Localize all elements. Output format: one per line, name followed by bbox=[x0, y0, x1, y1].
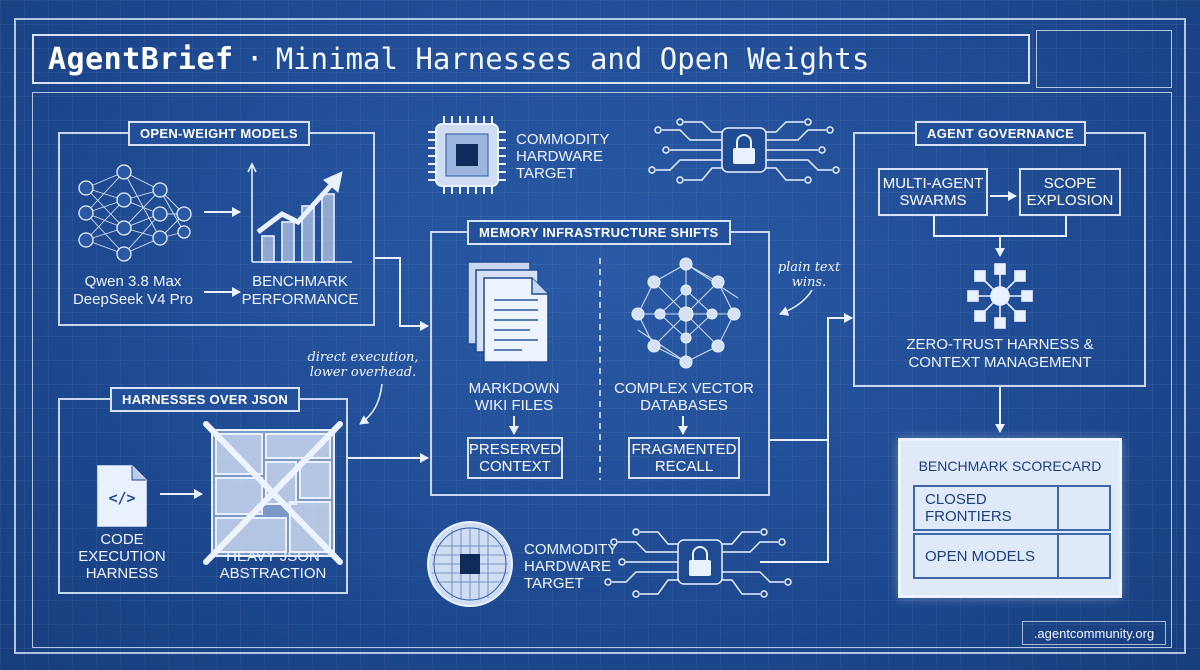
open-weight-label: OPEN-WEIGHT MODELS bbox=[128, 121, 310, 146]
hardware-top-line-3: TARGET bbox=[516, 165, 576, 182]
chip-icon bbox=[428, 116, 506, 194]
connector-lock-to-governance bbox=[760, 440, 829, 563]
benchmark-scorecard: BENCHMARK SCORECARD CLOSED FRONTIERS OPE… bbox=[898, 438, 1122, 598]
scorecard-row-open: OPEN MODELS bbox=[913, 533, 1111, 579]
document-stack-icon bbox=[467, 261, 549, 363]
memory-label: MEMORY INFRASTRUCTURE SHIFTS bbox=[467, 220, 731, 245]
code-line-3: HARNESS bbox=[85, 565, 159, 582]
markdown-line-1: MARKDOWN bbox=[468, 380, 560, 397]
plain-text-note-line-1: plain text bbox=[777, 260, 841, 275]
fragmented-line-1: FRAGMENTED bbox=[631, 441, 737, 458]
json-line-1: HEAVY JSON bbox=[226, 548, 320, 565]
preserved-line-2: CONTEXT bbox=[479, 458, 551, 475]
title-side-box bbox=[1036, 30, 1172, 88]
harness-label: HARNESSES OVER JSON bbox=[110, 387, 301, 412]
hardware-bottom-line-3: TARGET bbox=[524, 575, 584, 592]
scorecard-mark-cell bbox=[1057, 487, 1109, 529]
crossed-json-abstraction-icon bbox=[203, 421, 343, 565]
code-line-1: CODE bbox=[100, 531, 144, 548]
scorecard-row-label: CLOSED FRONTIERS bbox=[925, 491, 1012, 525]
swarms-line-1: MULTI-AGENT bbox=[882, 175, 984, 192]
direct-note-line-2: lower overhead. bbox=[309, 365, 417, 380]
hub-network-icon bbox=[967, 263, 1033, 329]
preserved-line-1: PRESERVED bbox=[468, 441, 562, 458]
plain-text-note-line-2: wins. bbox=[791, 275, 827, 290]
code-line-2: EXECUTION bbox=[78, 548, 166, 565]
models-line-1: Qwen 3.8 Max bbox=[84, 273, 182, 290]
fragmented-line-2: RECALL bbox=[654, 458, 714, 475]
scorecard-row-closed: CLOSED FRONTIERS bbox=[913, 485, 1111, 531]
arrow-memory-to-governance bbox=[770, 313, 853, 441]
hardware-top-line-1: COMMODITY bbox=[516, 131, 610, 148]
outer-frame bbox=[14, 18, 1186, 654]
note-arrow-direct-execution bbox=[359, 383, 383, 425]
hardware-bottom-line-2: HARDWARE bbox=[524, 558, 611, 575]
svg-text:</>: </> bbox=[108, 489, 135, 507]
scope-line-1: SCOPE bbox=[1043, 175, 1097, 192]
swarms-line-2: SWARMS bbox=[899, 192, 967, 209]
vector-graph-icon bbox=[631, 257, 741, 369]
circuit-lock-icon-top bbox=[648, 118, 840, 184]
vector-line-1: COMPLEX VECTOR bbox=[614, 380, 754, 397]
scorecard-row-label: OPEN MODELS bbox=[925, 547, 1036, 565]
page-title: Minimal Harnesses and Open Weights bbox=[275, 42, 870, 76]
markdown-line-2: WIKI FILES bbox=[474, 397, 554, 414]
footer-site[interactable]: .agentcommunity.org bbox=[1022, 621, 1166, 645]
scorecard-mark-cell bbox=[1057, 535, 1109, 577]
direct-execution-note: direct execution, lower overhead. bbox=[304, 350, 422, 380]
content-frame bbox=[32, 92, 1172, 648]
direct-note-line-1: direct execution, bbox=[307, 350, 419, 365]
scope-explosion-box: SCOPE EXPLOSION bbox=[1019, 168, 1121, 216]
scope-line-2: EXPLOSION bbox=[1026, 192, 1114, 209]
code-file-icon: </> bbox=[97, 465, 147, 527]
bar-chart-growth-icon bbox=[247, 162, 352, 263]
fragmented-recall-box: FRAGMENTED RECALL bbox=[628, 437, 740, 479]
vector-line-2: DATABASES bbox=[640, 397, 728, 414]
models-line-2: DeepSeek V4 Pro bbox=[72, 291, 194, 308]
hardware-top-line-2: HARDWARE bbox=[516, 148, 603, 165]
multi-agent-swarms-box: MULTI-AGENT SWARMS bbox=[878, 168, 988, 216]
benchmark-line-1: BENCHMARK bbox=[252, 273, 348, 290]
preserved-context-box: PRESERVED CONTEXT bbox=[467, 437, 563, 479]
json-line-2: ABSTRACTION bbox=[219, 565, 327, 582]
hardware-bottom-line-1: COMMODITY bbox=[524, 541, 618, 558]
note-arrow-plain-text bbox=[779, 289, 813, 316]
title-box: AgentBrief · Minimal Harnesses and Open … bbox=[32, 34, 1030, 84]
governance-label: AGENT GOVERNANCE bbox=[915, 121, 1087, 146]
benchmark-line-2: PERFORMANCE bbox=[241, 291, 359, 308]
title-separator: · bbox=[245, 41, 264, 77]
plain-text-note: plain text wins. bbox=[774, 260, 844, 290]
circuit-lock-icon-bottom bbox=[604, 528, 792, 598]
brand-title: AgentBrief bbox=[48, 41, 234, 77]
wafer-icon bbox=[427, 521, 513, 607]
zero-trust-line-1: ZERO-TRUST HARNESS & bbox=[906, 336, 1094, 353]
scorecard-title: BENCHMARK SCORECARD bbox=[918, 458, 1102, 474]
zero-trust-line-2: CONTEXT MANAGEMENT bbox=[908, 354, 1092, 371]
arrow-openweight-to-memory bbox=[375, 257, 429, 331]
neural-network-icon bbox=[78, 164, 192, 262]
